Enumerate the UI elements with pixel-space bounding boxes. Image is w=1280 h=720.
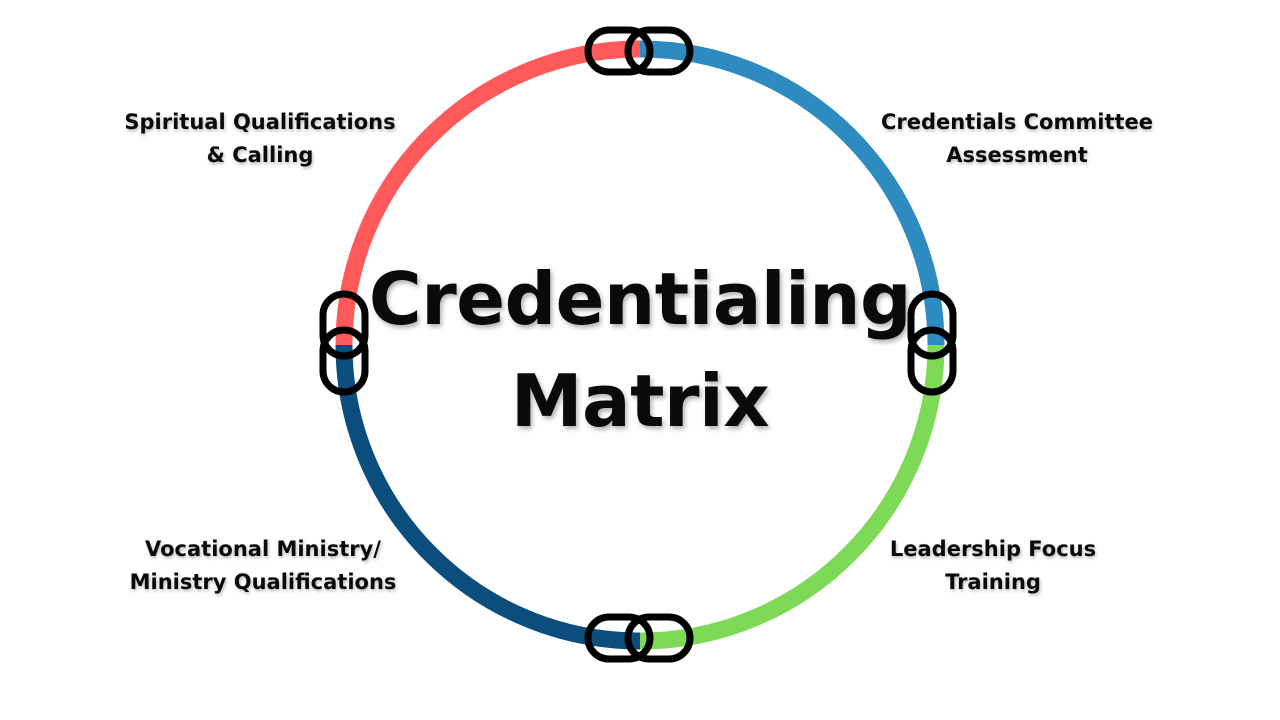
- label-line: Leadership Focus: [889, 537, 1097, 561]
- chain-link-icon: [584, 26, 694, 76]
- label-spiritual-qualifications: Spiritual Qualifications & Calling: [100, 106, 420, 172]
- ring-arc-vocational: [335, 344, 641, 650]
- center-title: Credentialing Matrix: [340, 248, 940, 452]
- label-credentials-committee: Credentials Committee Assessment: [857, 106, 1177, 172]
- label-line: Vocational Ministry/: [145, 537, 381, 561]
- label-line: Spiritual Qualifications: [124, 110, 396, 134]
- label-line: Credentials Committee: [880, 110, 1153, 134]
- ring-arc-leadership: [639, 344, 945, 650]
- label-line: & Calling: [206, 143, 314, 167]
- label-vocational-ministry: Vocational Ministry/ Ministry Qualificat…: [103, 533, 423, 599]
- chain-link-icon: [319, 290, 369, 396]
- label-line: Training: [945, 570, 1041, 594]
- ring-arc-spiritual: [335, 40, 641, 346]
- ring-arc-committee: [639, 40, 945, 346]
- label-line: Assessment: [946, 143, 1088, 167]
- title-line-2: Matrix: [510, 359, 770, 443]
- label-line: Ministry Qualifications: [129, 570, 397, 594]
- label-leadership-focus: Leadership Focus Training: [833, 533, 1153, 599]
- chain-link-icon: [907, 290, 957, 396]
- title-line-1: Credentialing: [368, 257, 912, 341]
- chain-link-icon: [584, 613, 694, 663]
